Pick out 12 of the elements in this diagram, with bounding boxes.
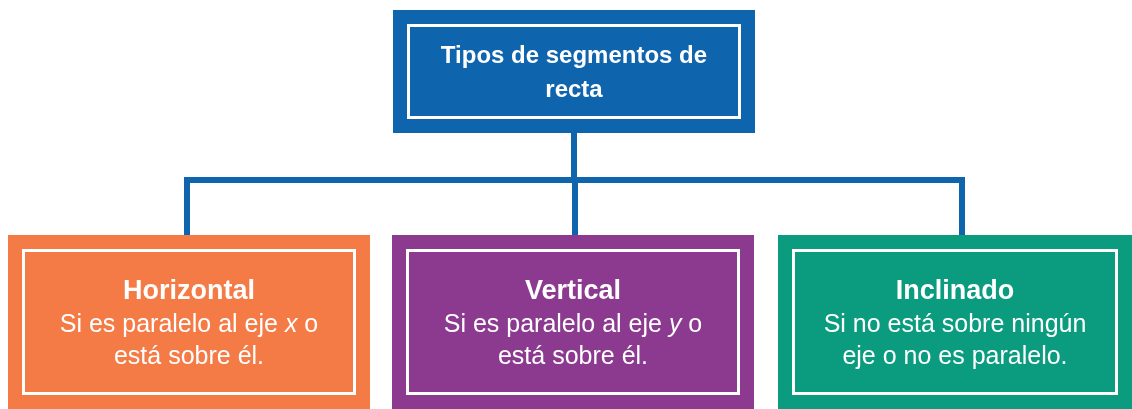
category-box — [392, 235, 754, 409]
category-box — [778, 235, 1132, 409]
box-heading: Vertical — [524, 274, 622, 307]
connector-line — [571, 133, 965, 235]
box-heading: Inclinado — [895, 274, 1015, 307]
box-heading: Horizontal — [123, 274, 255, 307]
title-box — [393, 10, 755, 133]
box-description: Si es paralelo al eje y o está sobre él. — [442, 308, 704, 371]
box-heading: Tipos de segmentos de recta — [439, 39, 709, 104]
box-description: Si es paralelo al eje x o está sobre él. — [58, 308, 320, 371]
category-box — [8, 235, 370, 409]
box-description: Si no está sobre ningún eje o no es paralelo. — [822, 308, 1088, 371]
